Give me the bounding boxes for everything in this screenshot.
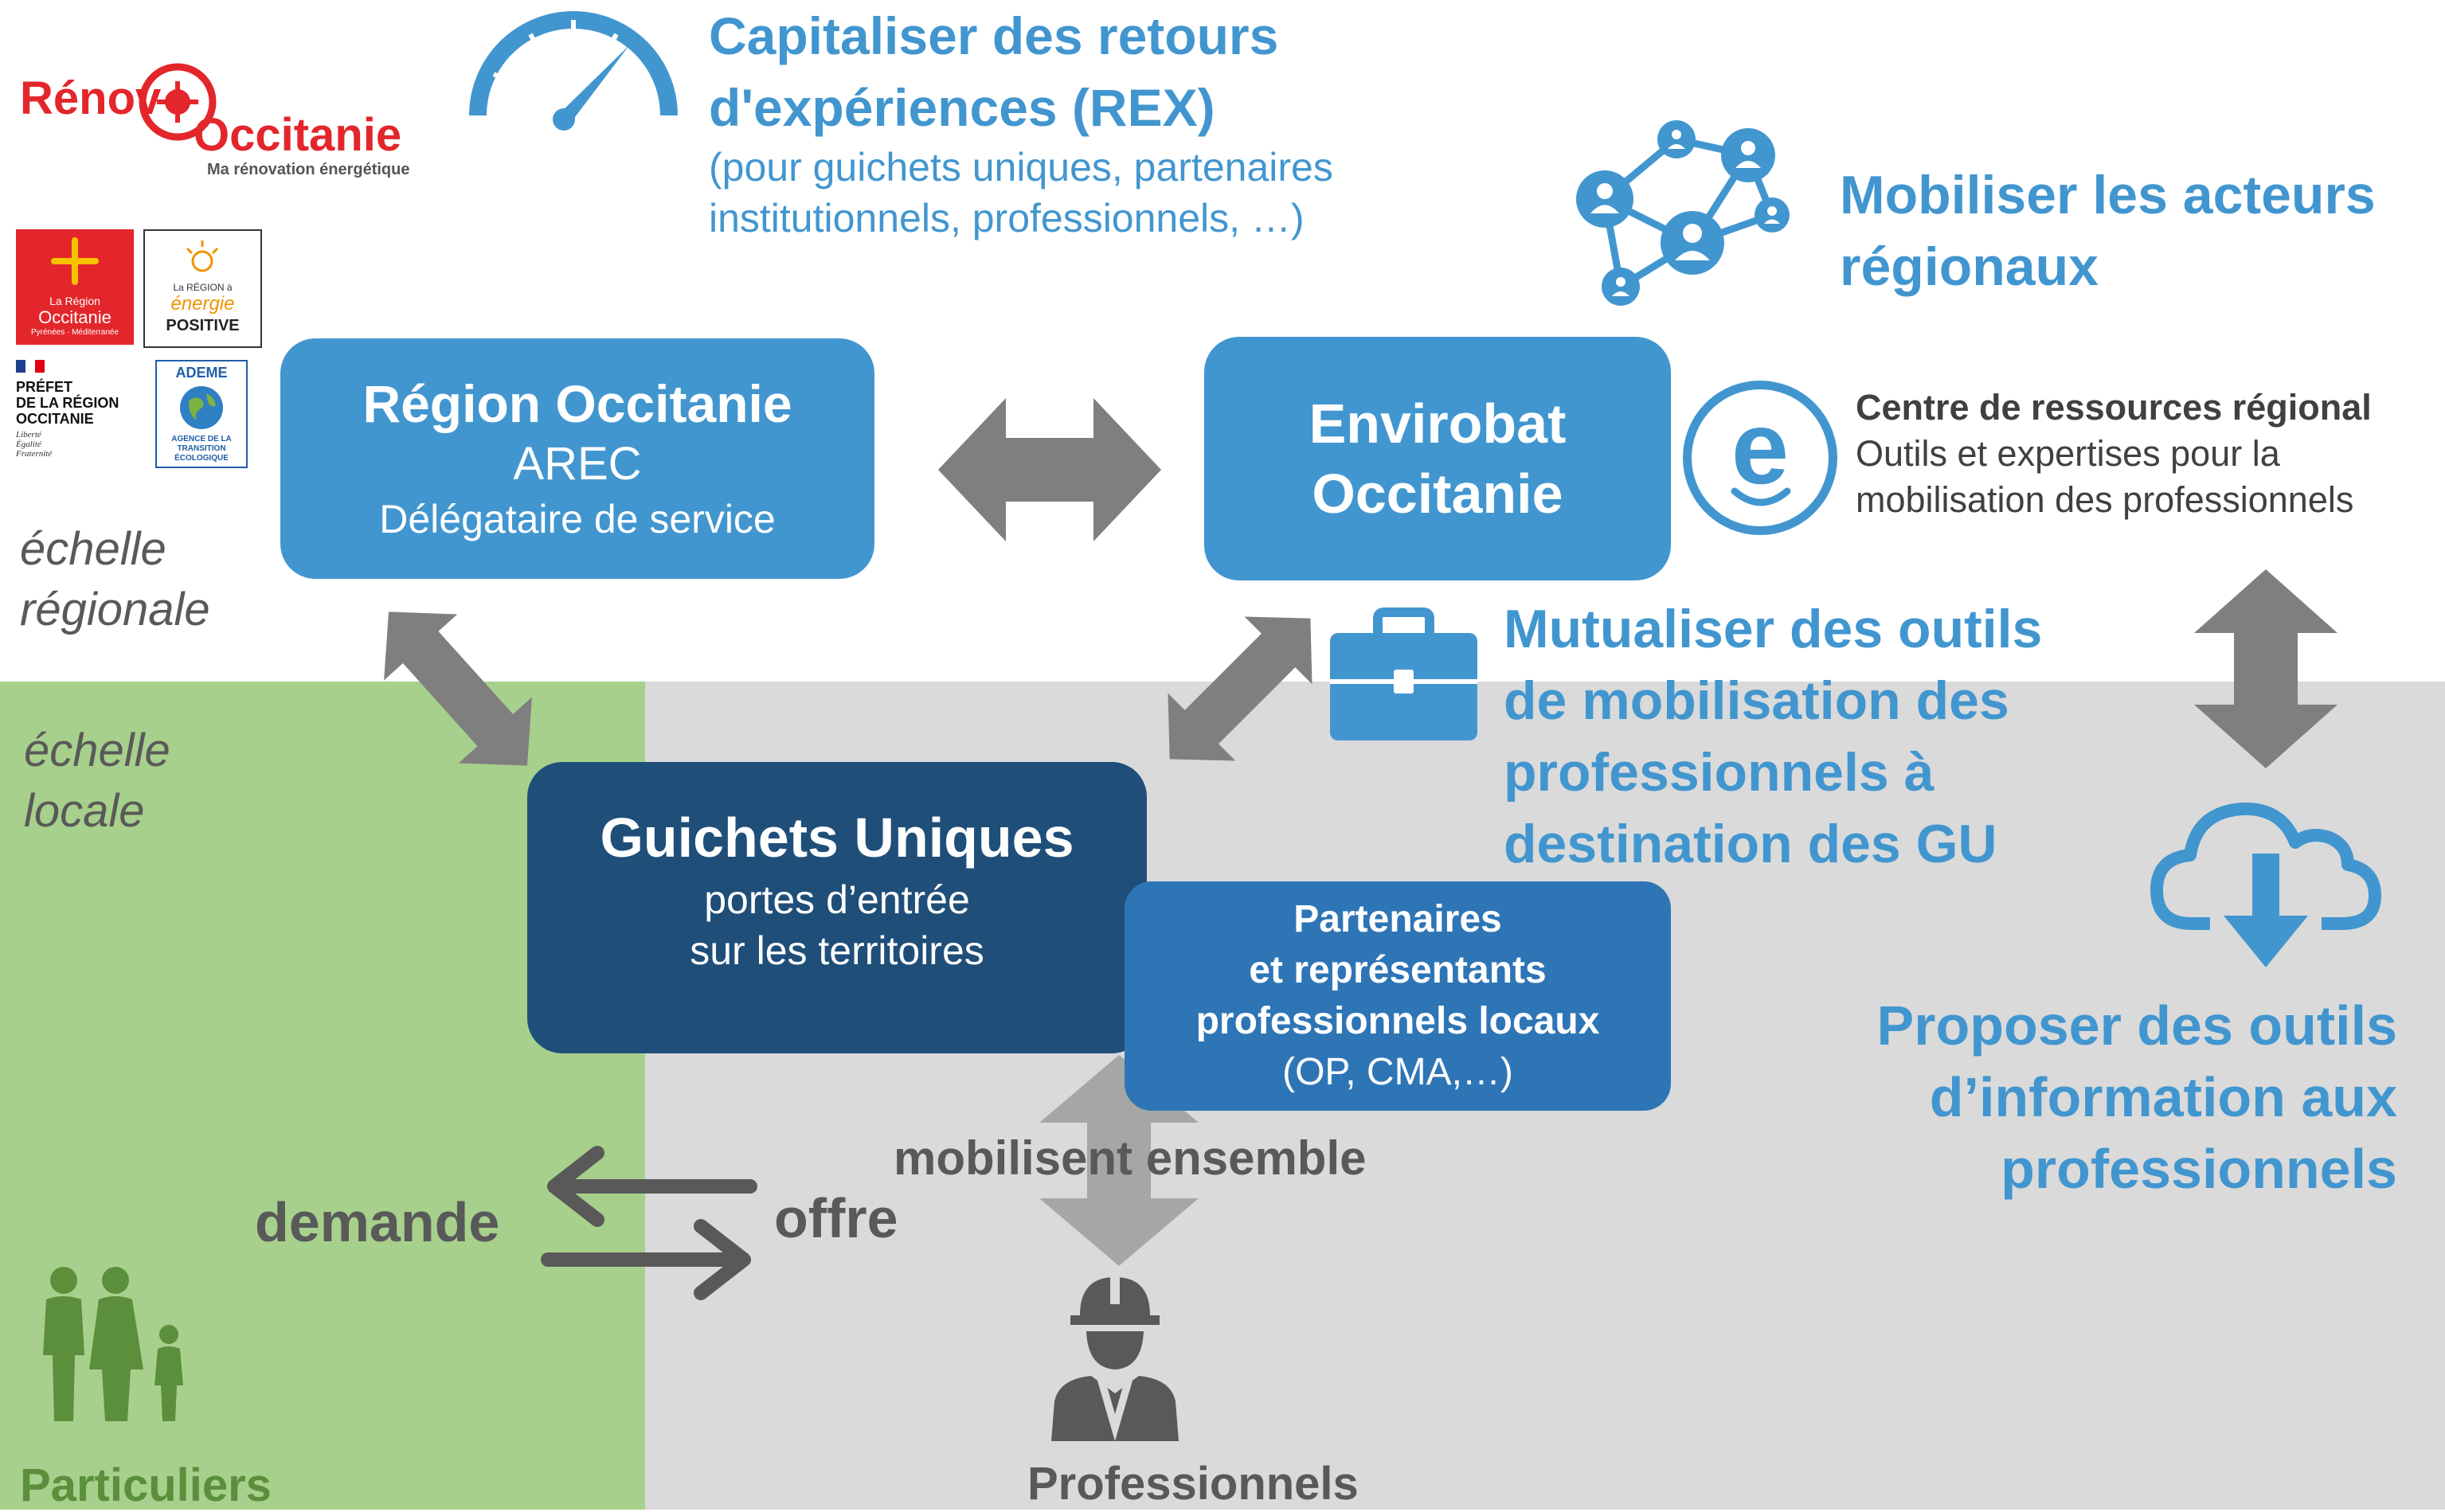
- globe-icon: [180, 386, 223, 429]
- centre-line-1: Outils et expertises pour la: [1856, 433, 2280, 474]
- prefet-motto-2: Égalité: [16, 440, 41, 449]
- scale-local-line-1: échelle: [24, 725, 170, 776]
- envirobat-logo-letter: e: [1731, 389, 1790, 506]
- mobiliser-line-1: Mobiliser les acteurs: [1840, 165, 2376, 225]
- double-arrow-diagonal-right: [1168, 616, 1312, 761]
- partenaires-line-1: Partenaires: [1293, 898, 1502, 940]
- rex-title-line-2: d'expériences (REX): [709, 78, 1215, 137]
- energie-logo-line3: POSITIVE: [166, 317, 240, 334]
- region-box-line2: AREC: [513, 438, 642, 490]
- prefet-region-logo: PRÉFET DE LA RÉGION OCCITANIE Liberté Ég…: [16, 357, 143, 468]
- energie-positive-logo: La RÉGION à énergie POSITIVE: [143, 229, 262, 348]
- double-arrow-diagonal-left: [384, 611, 532, 766]
- ademe-sub-2: TRANSITION: [177, 444, 226, 453]
- family-icon: [43, 1267, 183, 1421]
- rex-heading: Capitaliser des retours d'expériences (R…: [709, 0, 1278, 143]
- rex-subtitle: (pour guichets uniques, partenaires inst…: [709, 142, 1333, 244]
- centre-ressources-text: Centre de ressources régional Outils et …: [1856, 385, 2372, 523]
- mutualiser-line-2: de mobilisation des: [1504, 670, 2009, 731]
- sun-icon: [186, 240, 219, 272]
- region-box-title: Région Occitanie: [362, 374, 792, 433]
- region-occitanie-box: Région Occitanie AREC Délégataire de ser…: [280, 338, 874, 579]
- prefet-motto-3: Fraternité: [16, 449, 53, 459]
- particuliers-label: Particuliers: [20, 1459, 272, 1511]
- partenaires-sub: (OP, CMA,…): [1282, 1051, 1513, 1093]
- proposer-line-2: d’information aux: [1929, 1066, 2397, 1128]
- mutualiser-line-3: professionnels à: [1504, 742, 1934, 803]
- mutualiser-heading: Mutualiser des outils de mobilisation de…: [1504, 593, 2042, 880]
- renov-logo-tagline: Ma rénovation énergétique: [207, 161, 410, 178]
- occitan-cross-icon: [51, 237, 99, 285]
- mutualiser-line-4: destination des GU: [1504, 814, 1997, 874]
- scale-label-regional: échelle régionale: [20, 519, 210, 640]
- region-logo-line3: Pyrénées · Méditerranée: [30, 328, 119, 337]
- envirobat-occitanie-box: Envirobat Occitanie: [1204, 337, 1671, 580]
- centre-title: Centre de ressources régional: [1856, 387, 2372, 428]
- construction-worker-icon: [1051, 1276, 1179, 1441]
- double-arrow-horizontal: [938, 398, 1161, 541]
- prefet-motto-1: Liberté: [16, 430, 41, 440]
- renov-logo-cross-icon: [139, 63, 217, 141]
- guichets-line-2: sur les territoires: [690, 928, 984, 973]
- mobilisent-ensemble-label: mobilisent ensemble: [894, 1131, 1367, 1185]
- scale-local-line-2: locale: [24, 785, 145, 837]
- flag-icon: [16, 360, 45, 373]
- renov-occitanie-logo: Rénov Occitanie Ma rénovation énergétiqu…: [20, 48, 434, 183]
- region-box-line3: Délégataire de service: [379, 497, 776, 541]
- proposer-line-3: professionnels: [2001, 1138, 2397, 1200]
- renov-logo-text-2: Occitanie: [194, 109, 402, 161]
- briefcase-icon: [1330, 608, 1477, 740]
- energie-logo-line1: La RÉGION à: [173, 282, 233, 293]
- ademe-sub-1: AGENCE DE LA: [171, 435, 232, 443]
- ademe-logo: ADEME AGENCE DE LA TRANSITION ÉCOLOGIQUE: [155, 360, 248, 468]
- professionnels-label: Professionnels: [1027, 1458, 1359, 1510]
- envirobat-line-2: Occitanie: [1312, 463, 1563, 525]
- partenaires-line-2: et représentants: [1249, 949, 1547, 991]
- prefet-line-1: PRÉFET: [16, 379, 73, 395]
- region-logo-line1: La Région: [49, 295, 100, 307]
- offre-label: offre: [774, 1187, 898, 1249]
- guichets-uniques-box: Guichets Uniques portes d’entrée sur les…: [527, 762, 1147, 1053]
- centre-line-2: mobilisation des professionnels: [1856, 479, 2354, 520]
- guichets-line-1: portes d’entrée: [704, 877, 970, 922]
- rex-title-line-1: Capitaliser des retours: [709, 6, 1279, 65]
- mutualiser-line-1: Mutualiser des outils: [1504, 599, 2043, 659]
- demande-offre-arrows: [541, 1146, 757, 1300]
- cloud-download-icon: [2150, 802, 2381, 967]
- ademe-title: ADEME: [175, 365, 228, 381]
- demande-label: demande: [255, 1191, 500, 1253]
- envirobat-line-1: Envirobat: [1309, 393, 1567, 455]
- scale-regional-line-1: échelle: [20, 523, 166, 575]
- mobiliser-heading: Mobiliser les acteurs régionaux: [1840, 159, 2376, 303]
- scale-label-local: échelle locale: [24, 721, 170, 842]
- prefet-line-2: DE LA RÉGION: [16, 395, 119, 411]
- envirobat-e-logo: e: [1683, 381, 1837, 535]
- rex-subtitle-line-2: institutionnels, professionnels, …): [709, 196, 1305, 240]
- ademe-sub-3: ÉCOLOGIQUE: [174, 454, 229, 463]
- double-arrow-vertical: [2194, 569, 2337, 768]
- renov-logo-text-1: Rénov: [20, 72, 162, 124]
- guichets-title: Guichets Uniques: [600, 807, 1074, 869]
- region-occitanie-logo: La Région Occitanie Pyrénées · Méditerra…: [16, 229, 134, 345]
- rex-subtitle-line-1: (pour guichets uniques, partenaires: [709, 145, 1333, 189]
- proposer-line-1: Proposer des outils: [1876, 994, 2397, 1057]
- mobiliser-line-2: régionaux: [1840, 236, 2099, 297]
- partenaires-line-3: professionnels locaux: [1195, 1000, 1600, 1042]
- region-logo-line2: Occitanie: [38, 307, 111, 327]
- smile-icon: [1731, 487, 1791, 506]
- speedometer-icon: [469, 11, 678, 131]
- proposer-heading: Proposer des outils d’information aux pr…: [1736, 990, 2397, 1205]
- energie-logo-line2: énergie: [170, 293, 235, 315]
- network-people-icon: [1576, 120, 1790, 306]
- partenaires-box: Partenaires et représentants professionn…: [1125, 881, 1671, 1111]
- scale-regional-line-2: régionale: [20, 584, 210, 635]
- prefet-line-3: OCCITANIE: [16, 411, 94, 427]
